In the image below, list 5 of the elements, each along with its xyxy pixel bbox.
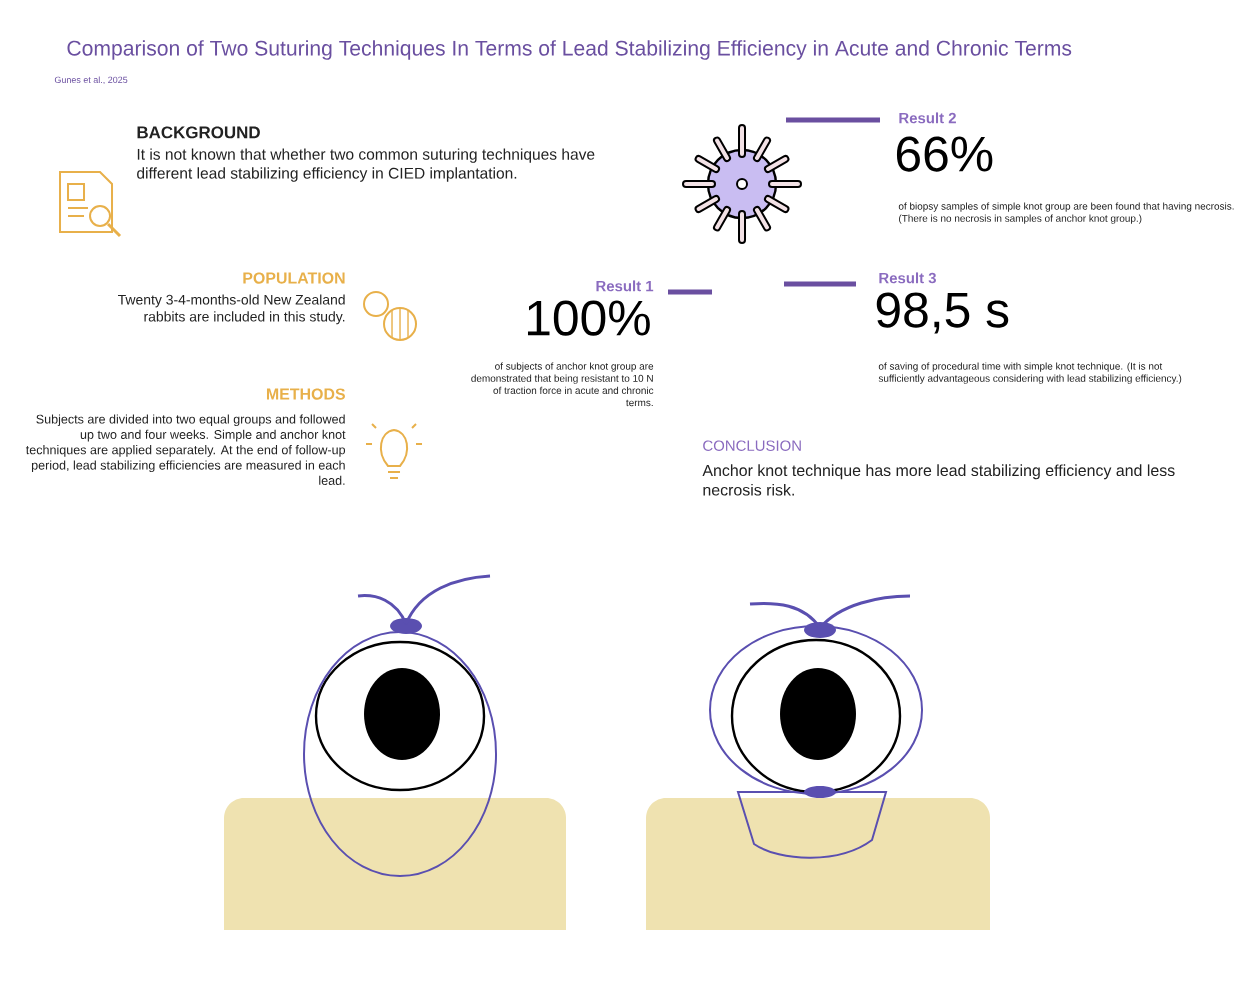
section-heading: BACKGROUND xyxy=(137,126,260,139)
title: Comparison of Two Suturing Techniques In Terms of Lead Stabilizing Efficiency in Acute and Chronic Terms xyxy=(67,40,1072,60)
result-number: 100% xyxy=(528,300,650,336)
result-number: 66% xyxy=(896,136,993,172)
result-number: 98,5 s xyxy=(876,292,1009,334)
